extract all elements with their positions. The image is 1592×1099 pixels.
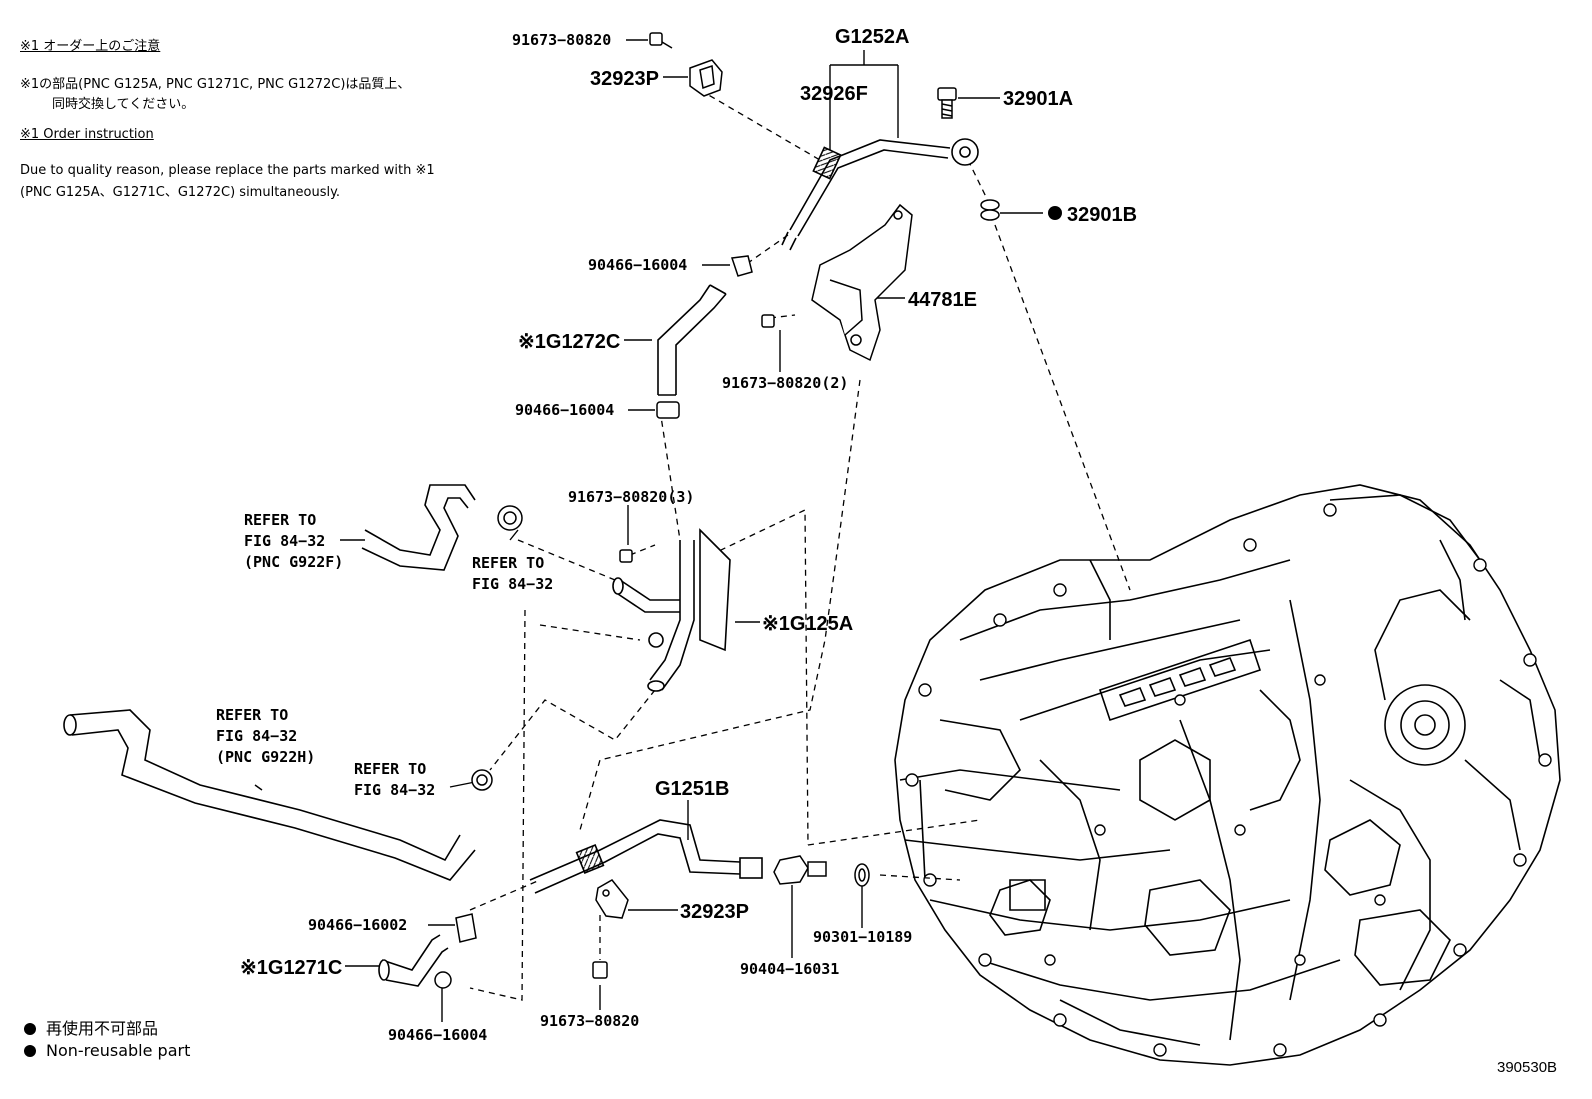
label-90466-16004-b: 90466−16004 [515,401,614,419]
transmission-assembly [894,484,1561,1066]
ref3-line2: FIG 84−32 [216,727,297,745]
label-g1271c: ※1G1271C [240,957,342,979]
en-note-line1: Due to quality reason, please replace th… [20,163,435,178]
label-32926f: 32926F [800,83,868,105]
label-g1251b: G1251B [655,778,730,800]
label-g1252a: G1252A [835,26,910,48]
callout-leaders [254,39,1043,1022]
label-91673-80820-3: 91673−80820(3) [568,488,694,506]
non-reusable-dot-icon [24,1023,36,1035]
label-90301-10189: 90301−10189 [813,928,912,946]
hose-g1272c [657,284,727,396]
ref2-line1: REFER TO [472,554,544,572]
label-g125a: ※1G125A [762,613,853,635]
label-90466-16002: 90466−16002 [308,916,407,934]
label-32923p-bottom: 32923P [680,901,749,923]
clip-90466-16002 [455,913,477,943]
callout-labels: 91673−80820 G1252A 32923P 32926F 32901A … [240,26,1137,1044]
figure-id: 390530B [1497,1059,1557,1076]
pipe-g1252a [781,138,979,251]
hose-g922h [63,709,476,881]
clamp-refer-upper [497,505,523,531]
label-44781e: 44781E [908,289,977,311]
clip-90466-16004-a [730,255,753,277]
refer-labels: REFER TO FIG 84−32 (PNC G922F) REFER TO … [216,511,553,799]
en-note-title: ※1 Order instruction [20,127,154,142]
label-91673-80820-2: 91673−80820(2) [722,374,848,392]
gasket-32901b [980,199,1000,221]
jp-note-title: ※1 オーダー上のご注意 [20,39,161,54]
union-90404-16031 [773,855,827,885]
pipe-g125a [612,528,731,692]
label-32923p-top: 32923P [590,68,659,90]
clamp-32923p-top [689,59,723,97]
ref4-line1: REFER TO [354,760,426,778]
jp-note-line1: ※1の部品(PNC G125A, PNC G1271C, PNC G1272C)… [20,77,411,92]
pipe-g1251b [529,819,763,894]
legend-jp: 再使用不可部品 [24,1015,158,1039]
gasket-90301-10189 [854,863,870,887]
bracket-44781e [811,203,913,362]
label-90466-16004-a: 90466−16004 [588,256,687,274]
assembly-dashed-lines [469,89,1131,1001]
hose-g1271c [378,934,449,987]
ref1-line1: REFER TO [244,511,316,529]
legend-en: Non-reusable part [24,1041,190,1060]
clamp-32923p-bottom [595,879,629,919]
label-32901a: 32901A [1003,88,1073,110]
label-91673-80820-bottom: 91673−80820 [540,1012,639,1030]
label-91673-80820-top: 91673−80820 [512,31,611,49]
clip-90466-16004-c [434,971,452,989]
bolt-91673-80820-top [649,32,673,49]
label-90404-16031: 90404−16031 [740,960,839,978]
en-note-line2: (PNC G125A、G1271C、G1272C) simultaneously… [20,185,341,200]
non-reusable-dot-icon [24,1045,36,1057]
jp-note-line2: 同時交換してください。 [52,97,195,112]
label-90466-16004-c: 90466−16004 [388,1026,487,1044]
bolt-91673-80820-bottom [592,961,608,979]
legend-jp-label: 再使用不可部品 [46,1019,159,1038]
bolt-32901a [937,87,957,119]
label-g1272c: ※1G1272C [518,331,620,353]
ref3-line3: (PNC G922H) [216,748,315,766]
hose-g922f [361,484,476,571]
non-reusable-dot-icon [1048,206,1062,220]
clamp-refer-lower [471,769,493,791]
ref4-line2: FIG 84−32 [354,781,435,799]
transmission-bolts [905,503,1552,1057]
clip-90466-16004-b [656,401,680,419]
ref3-line1: REFER TO [216,706,288,724]
legend-en-label: Non-reusable part [46,1041,191,1060]
label-32901b: 32901B [1067,204,1137,226]
ref2-line2: FIG 84−32 [472,575,553,593]
ref1-line2: FIG 84−32 [244,532,325,550]
bolt-91673-80820-2 [761,314,775,328]
ref1-line3: (PNC G922F) [244,553,343,571]
bolt-91673-80820-3 [619,549,633,563]
